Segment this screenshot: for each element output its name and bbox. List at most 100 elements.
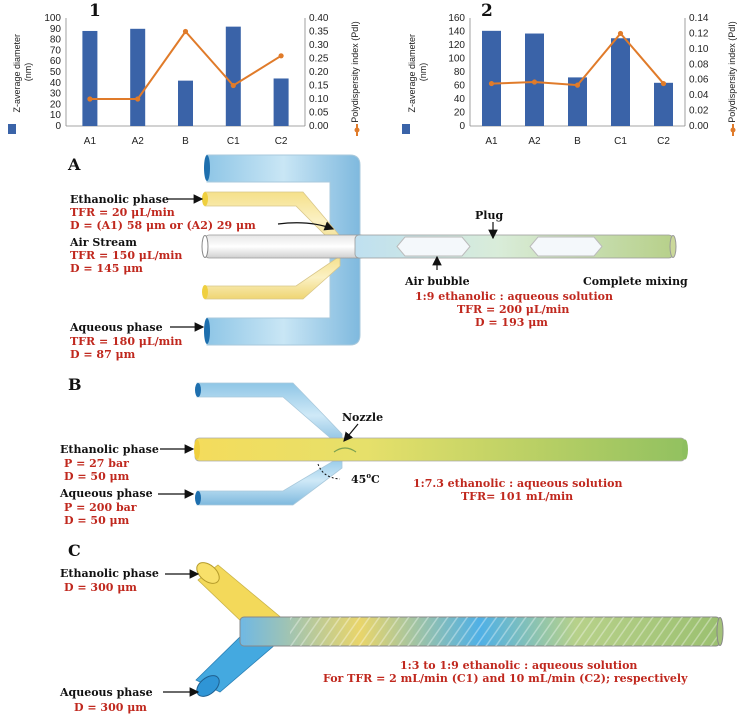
panel-c-out-tfr: For TFR = 2 mL/min (C1) and 10 mL/min (C… bbox=[323, 672, 688, 685]
c2-ytick-label: 40 bbox=[454, 94, 466, 105]
c1-y2tick-label: 0.05 bbox=[309, 108, 329, 119]
c2-xtick-label: A2 bbox=[528, 136, 541, 147]
panel-a: A Ethanolic phase TFR = 20 μL/min D = (A… bbox=[67, 154, 688, 361]
panel-c-mixer-pattern bbox=[290, 617, 720, 646]
c1-y2tick-label: 0.00 bbox=[309, 121, 329, 132]
c1-y2tick-label: 0.15 bbox=[309, 81, 329, 92]
panel-b-nozzle-arrow bbox=[343, 423, 359, 442]
c2-pdi-point-A1 bbox=[488, 80, 495, 87]
c2-pdi-line bbox=[491, 31, 665, 87]
c2-ytick-label: 60 bbox=[454, 81, 466, 92]
c2-pdi-point-B bbox=[574, 82, 581, 88]
chart-2-ylabel-line2: (nm) bbox=[418, 63, 428, 82]
panel-a-air-d: D = 145 μm bbox=[70, 262, 143, 275]
panel-b-ratio: 1:7.3 ethanolic : aqueous solution bbox=[413, 477, 622, 490]
panel-b-nozzle-label: Nozzle bbox=[342, 411, 383, 424]
panel-b-label: B bbox=[68, 375, 82, 394]
c2-ytick-label: 140 bbox=[448, 27, 465, 38]
panel-b-angle-arc bbox=[317, 463, 341, 480]
panel-a-out-tfr: TFR = 200 μL/min bbox=[457, 303, 569, 316]
panel-b-ethanolic-p: P = 27 bar bbox=[64, 457, 129, 470]
panel-a-ethanol-inlet-top bbox=[202, 192, 208, 206]
panel-a-ethanolic-title: Ethanolic phase bbox=[70, 193, 169, 206]
chart-1-bar-legend-swatch bbox=[8, 124, 16, 134]
panel-b-aqueous-channel-bottom bbox=[196, 455, 343, 506]
panel-b-angle: 45oC bbox=[351, 471, 380, 486]
c2-xtick-label: B bbox=[574, 136, 581, 147]
c2-y2tick-label: 0.02 bbox=[689, 106, 709, 117]
panel-a-diameter-arrow bbox=[277, 221, 335, 231]
c1-pdi-point-C1 bbox=[230, 82, 236, 89]
c2-y2tick-label: 0.08 bbox=[689, 59, 709, 70]
panel-a-label: A bbox=[67, 155, 81, 174]
c1-pdi-point-B bbox=[182, 28, 189, 35]
c1-ytick-label: 50 bbox=[50, 67, 62, 78]
panel-a-aqueous-d: D = 87 μm bbox=[70, 348, 136, 361]
panel-a-complete-mixing-label: Complete mixing bbox=[583, 275, 688, 288]
panel-a-aqueous-title: Aqueous phase bbox=[69, 321, 163, 334]
c2-ytick-label: 160 bbox=[448, 13, 465, 24]
chart-2-bar-legend-swatch bbox=[402, 124, 410, 134]
chart-2-y2label: Polydispersity index (PdI) bbox=[727, 21, 737, 123]
panel-b-mixing-channel bbox=[194, 437, 686, 462]
c1-bar-C2 bbox=[273, 78, 289, 126]
panel-c: C Ethanolic phase D = 300 μm Aqueous pha… bbox=[59, 541, 724, 714]
panel-b-ethanolic-d: D = 50 μm bbox=[64, 470, 130, 483]
c2-pdi-point-C1 bbox=[617, 30, 624, 37]
c1-ytick-label: 60 bbox=[50, 56, 62, 67]
panel-b-aqueous-title: Aqueous phase bbox=[59, 487, 153, 500]
chart-1-ylabel-line1: Z-average diameter bbox=[12, 34, 22, 113]
panel-a-plug-label: Plug bbox=[475, 209, 503, 222]
panel-a-air-tfr: TFR = 150 μL/min bbox=[70, 249, 182, 262]
c1-pdi-point-C2 bbox=[278, 53, 284, 59]
panel-a-ethanol-inlet-bottom bbox=[202, 285, 208, 299]
panel-b: B Nozzle 45oC Ethanolic phase P = 27 bar… bbox=[59, 375, 688, 527]
panel-a-out-d: D = 193 μm bbox=[475, 316, 548, 329]
c1-xtick-label: B bbox=[182, 136, 189, 147]
c2-bar-C1 bbox=[611, 38, 630, 126]
chart-2-ylabel-line1: Z-average diameter bbox=[407, 34, 417, 113]
c1-y2tick-label: 0.35 bbox=[309, 27, 329, 38]
c1-ytick-label: 80 bbox=[50, 35, 62, 46]
c1-xtick-label: A1 bbox=[84, 136, 97, 147]
c2-ytick-label: 120 bbox=[448, 40, 465, 51]
panel-b-ethanol-inlet bbox=[194, 439, 200, 460]
c1-xtick-label: C1 bbox=[227, 136, 240, 147]
c1-ytick-label: 20 bbox=[50, 99, 62, 110]
c2-ytick-label: 20 bbox=[454, 108, 466, 119]
panel-b-out-tfr: TFR= 101 mL/min bbox=[461, 490, 573, 503]
c2-bar-C2 bbox=[654, 82, 673, 126]
c1-ytick-label: 10 bbox=[50, 110, 62, 121]
panel-c-ethanolic-d: D = 300 μm bbox=[64, 581, 137, 594]
c2-y2tick-label: 0.04 bbox=[689, 90, 709, 101]
panel-a-aqueous-tfr: TFR = 180 μL/min bbox=[70, 335, 182, 348]
chart-2-line-legend-swatch bbox=[730, 124, 736, 136]
c2-bar-A1 bbox=[482, 30, 501, 127]
c2-bar-B bbox=[568, 77, 587, 126]
panel-a-aqueous-inlet-bottom bbox=[204, 318, 210, 344]
panel-a-air-bubble-1 bbox=[396, 236, 471, 257]
panel-a-ratio: 1:9 ethanolic : aqueous solution bbox=[415, 290, 613, 303]
panel-a-ethanolic-tfr: TFR = 20 μL/min bbox=[70, 206, 175, 219]
panel-a-ethanolic-d: D = (A1) 58 μm or (A2) 29 μm bbox=[70, 219, 256, 232]
chart-1-ylabel-line2: (nm) bbox=[23, 63, 33, 82]
chart-2-ylabel: Z-average diameter (nm) bbox=[407, 31, 428, 112]
chart-1-y2label: Polydispersity index (PdI) bbox=[350, 21, 360, 123]
panel-b-angle-unit: C bbox=[371, 473, 380, 486]
panel-a-outlet bbox=[669, 235, 677, 258]
c2-ytick-label: 100 bbox=[448, 54, 465, 65]
panel-c-ethanolic-title: Ethanolic phase bbox=[60, 567, 159, 580]
panel-a-aqueous-inlet-top bbox=[204, 155, 210, 181]
c1-bar-B bbox=[178, 80, 193, 126]
panel-a-ethanol-channel-bottom bbox=[204, 255, 341, 300]
panel-a-air-inlet bbox=[201, 235, 209, 258]
c1-pdi-point-A1 bbox=[87, 96, 93, 102]
c2-y2tick-label: 0.00 bbox=[689, 121, 709, 132]
panel-a-air-bubble-label: Air bubble bbox=[404, 275, 470, 288]
c1-ytick-label: 30 bbox=[50, 89, 62, 100]
panel-c-ethanol-inlet bbox=[196, 562, 220, 584]
chart-1-number: 1 bbox=[89, 1, 101, 21]
panel-b-ethanolic-title: Ethanolic phase bbox=[60, 443, 159, 456]
